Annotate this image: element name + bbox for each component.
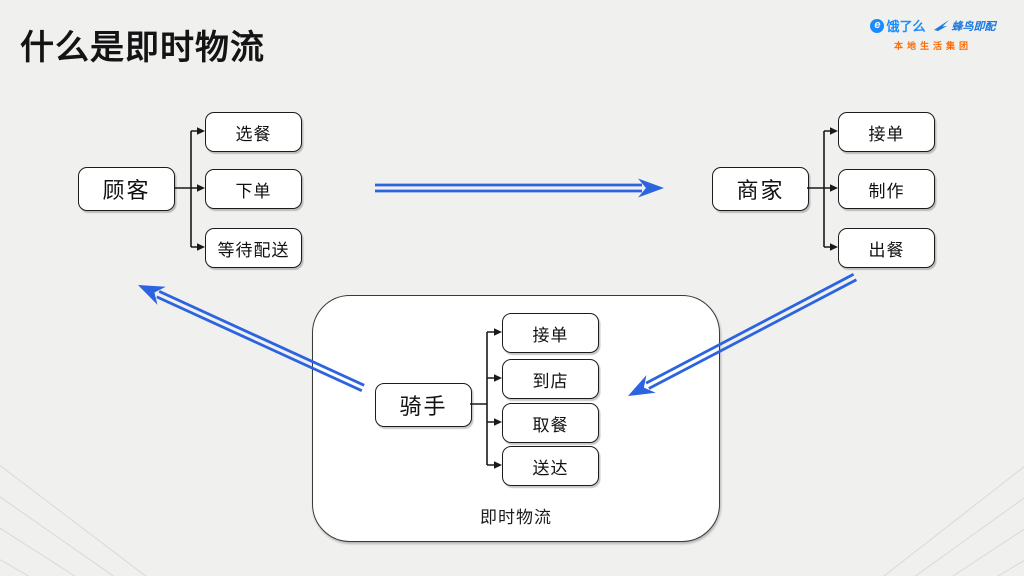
- node-merchant: 商家: [712, 167, 809, 211]
- node-customer: 顾客: [78, 167, 175, 211]
- eleme-logo: e 饿了么: [870, 16, 926, 35]
- node-rider-step-1: 接单: [502, 313, 599, 353]
- page-title: 什么是即时物流: [20, 29, 265, 67]
- node-rider: 骑手: [375, 383, 472, 427]
- node-merchant-step-2: 制作: [838, 169, 935, 209]
- instant-logistics-label: 即时物流: [480, 508, 552, 527]
- node-merchant-step-3: 出餐: [838, 228, 935, 268]
- eleme-circle-icon: e: [870, 18, 885, 33]
- node-rider-step-4: 送达: [502, 446, 599, 486]
- fengniao-logo-label: 蜂鸟即配: [951, 20, 996, 33]
- node-customer-step-2: 下单: [205, 169, 302, 209]
- node-customer-step-3: 等待配送: [205, 228, 302, 268]
- node-rider-step-3: 取餐: [502, 403, 599, 443]
- fengniao-logo: 蜂鸟即配: [933, 18, 996, 34]
- header-logo-block: e 饿了么 蜂鸟即配 本地生活集团: [860, 16, 1006, 52]
- group-brand-label: 本地生活集团: [893, 41, 972, 51]
- hummingbird-icon: [933, 20, 949, 31]
- node-customer-step-1: 选餐: [205, 112, 302, 152]
- node-merchant-step-1: 接单: [838, 112, 935, 152]
- eleme-logo-label: 饿了么: [886, 19, 926, 34]
- node-rider-step-2: 到店: [502, 359, 599, 399]
